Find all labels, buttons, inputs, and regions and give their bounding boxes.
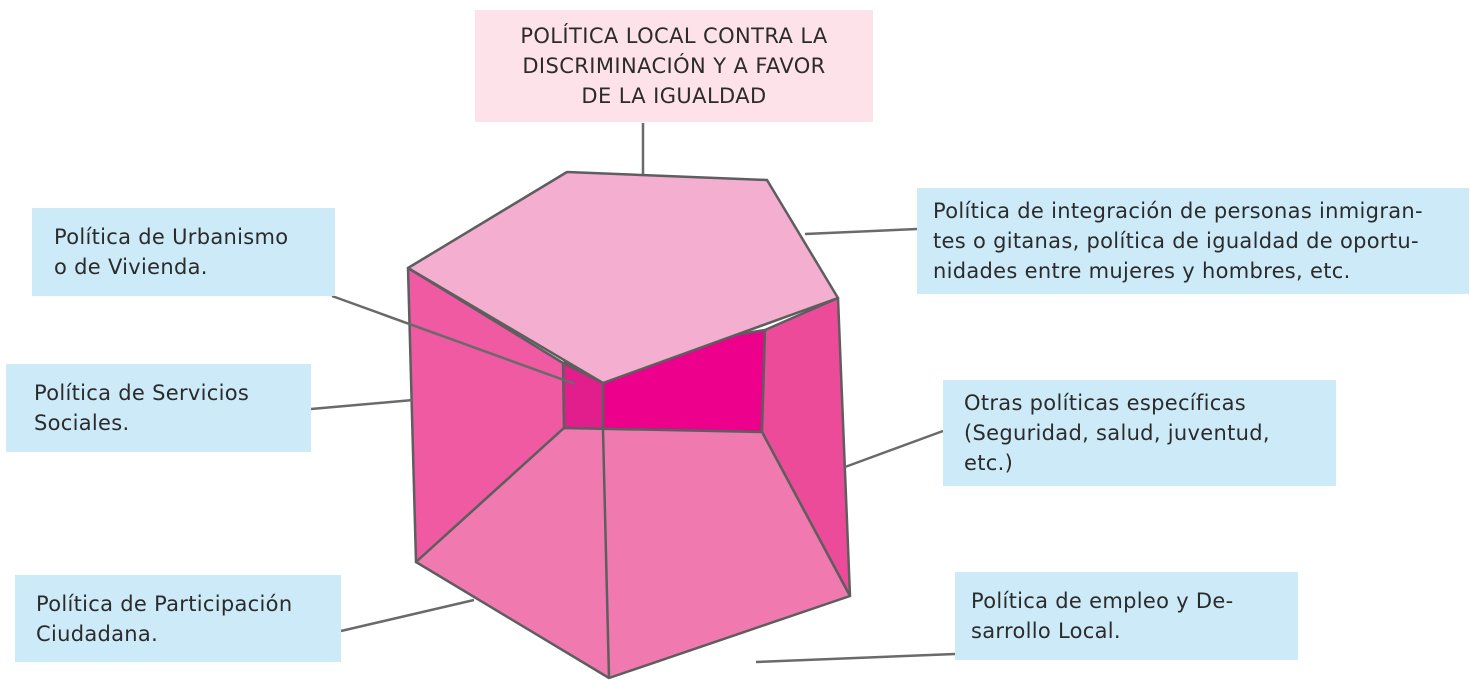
label-integracion: Política de integración de personas inmi…	[917, 188, 1469, 294]
label-otras: Otras políticas específicas (Seguridad, …	[943, 380, 1336, 486]
top-face	[406, 170, 840, 385]
connector-participacion	[340, 598, 475, 633]
empleo-line-1: Política de empleo y De-	[971, 589, 1234, 613]
empleo-line-2: sarrollo Local.	[971, 619, 1121, 643]
integracion-line-1: Política de integración de personas inmi…	[933, 199, 1423, 223]
title-line-3: DE LA IGUALDAD	[581, 84, 767, 108]
connector-urbanismo	[331, 294, 576, 386]
urbanismo-line-2: o de Vivienda.	[54, 255, 208, 279]
title-line-2: DISCRIMINACIÓN Y A FAVOR	[522, 54, 826, 78]
servicios-line-1: Política de Servicios	[34, 381, 250, 405]
otras-line-1: Otras políticas específicas	[964, 391, 1247, 415]
integracion-line-2: tes o gitanas, política de igualdad de o…	[933, 229, 1419, 253]
otras-line-2: (Seguridad, salud, juventud,	[964, 421, 1270, 445]
connector-otras	[844, 429, 944, 469]
label-servicios-sociales: Política de Servicios Sociales.	[6, 364, 311, 452]
participacion-line-1: Política de Participación	[36, 591, 293, 616]
participacion-line-2: Ciudadana.	[36, 621, 159, 646]
front-face	[414, 426, 852, 680]
label-urbanismo: Política de Urbanismo o de Vivienda.	[32, 208, 335, 296]
label-participacion: Política de Participación Ciudadana.	[15, 575, 341, 662]
prism-shape	[406, 170, 852, 680]
connector-servicios	[310, 398, 414, 411]
title-line-1: POLÍTICA LOCAL CONTRA LA	[520, 24, 828, 48]
main-title-box: POLÍTICA LOCAL CONTRA LA DISCRIMINACIÓN …	[475, 10, 873, 122]
urbanismo-line-1: Política de Urbanismo	[54, 225, 289, 249]
servicios-line-2: Sociales.	[34, 411, 130, 435]
front-edge-center	[601, 429, 611, 679]
otras-line-3: etc.)	[964, 451, 1014, 475]
connector-lines	[310, 123, 956, 664]
integracion-line-3: nidades entre mujeres y hombres, etc.	[933, 259, 1351, 283]
label-empleo: Política de empleo y De- sarrollo Local.	[955, 572, 1298, 660]
connector-integracion	[804, 227, 918, 236]
connector-empleo	[755, 652, 956, 664]
